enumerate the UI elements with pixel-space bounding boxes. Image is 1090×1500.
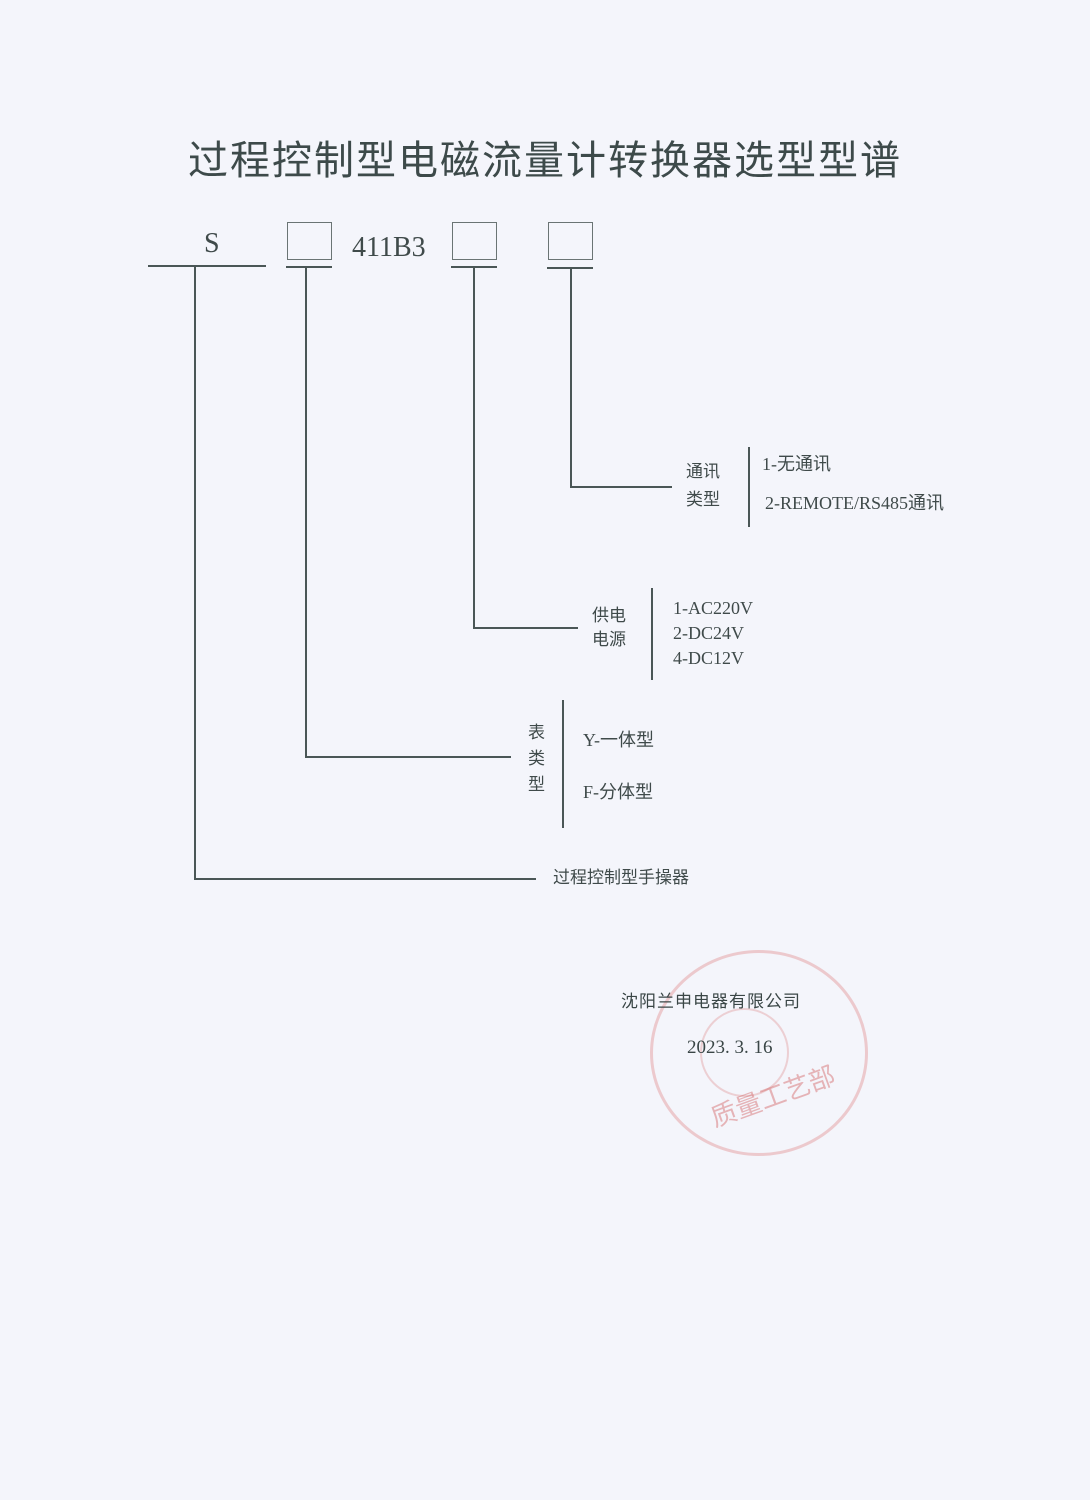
comm-option-1: 1-无通讯 <box>762 454 831 474</box>
comm-label-line1: 通讯 <box>686 462 720 482</box>
model-middle-code: 411B3 <box>352 232 426 263</box>
power-slot-underline <box>451 266 497 268</box>
power-slot-box <box>452 222 497 260</box>
comm-connector-horizontal <box>570 486 672 488</box>
meter-label-char3: 型 <box>528 775 545 795</box>
meter-type-connector-horizontal <box>305 756 511 758</box>
prefix-connector-horizontal <box>194 878 536 880</box>
prefix-connector-vertical <box>194 267 196 879</box>
signature-date: 2023. 3. 16 <box>687 1037 773 1058</box>
comm-options-bracket <box>748 447 750 527</box>
comm-option-2: 2-REMOTE/RS485通讯 <box>765 493 945 513</box>
power-options-bracket <box>651 588 653 680</box>
power-supply-label: 供电 电源 <box>592 604 626 652</box>
model-prefix-s: S <box>204 228 220 259</box>
power-label-line2: 电源 <box>592 630 626 650</box>
document-title: 过程控制型电磁流量计转换器选型型谱 <box>188 138 902 184</box>
meter-type-slot-underline <box>286 266 332 268</box>
power-option-3: 4-DC12V <box>673 648 744 668</box>
company-name: 沈阳兰申电器有限公司 <box>621 992 801 1012</box>
comm-connector-vertical <box>570 269 572 487</box>
power-option-2: 2-DC24V <box>673 623 744 643</box>
comm-slot-box <box>548 222 593 260</box>
seal-inner-emblem <box>700 1008 789 1097</box>
company-seal-stamp <box>650 950 868 1156</box>
prefix-meaning-label: 过程控制型手操器 <box>553 868 689 888</box>
comm-type-label: 通讯 类型 <box>686 460 720 512</box>
meter-label-char2: 类 <box>528 749 545 769</box>
meter-label-char1: 表 <box>528 723 545 743</box>
meter-option-f: F-分体型 <box>583 782 654 802</box>
prefix-underline <box>148 265 266 267</box>
comm-label-line2: 类型 <box>686 490 720 510</box>
power-option-1: 1-AC220V <box>673 598 753 618</box>
meter-type-connector-vertical <box>305 268 307 758</box>
meter-type-slot-box <box>287 222 332 260</box>
comm-slot-underline <box>547 267 593 269</box>
meter-type-label: 表 类 型 <box>528 720 545 798</box>
power-label-line1: 供电 <box>592 606 626 626</box>
power-connector-horizontal <box>473 627 578 629</box>
power-connector-vertical <box>473 268 475 628</box>
meter-option-y: Y-一体型 <box>583 730 654 750</box>
meter-options-bracket <box>562 700 564 828</box>
